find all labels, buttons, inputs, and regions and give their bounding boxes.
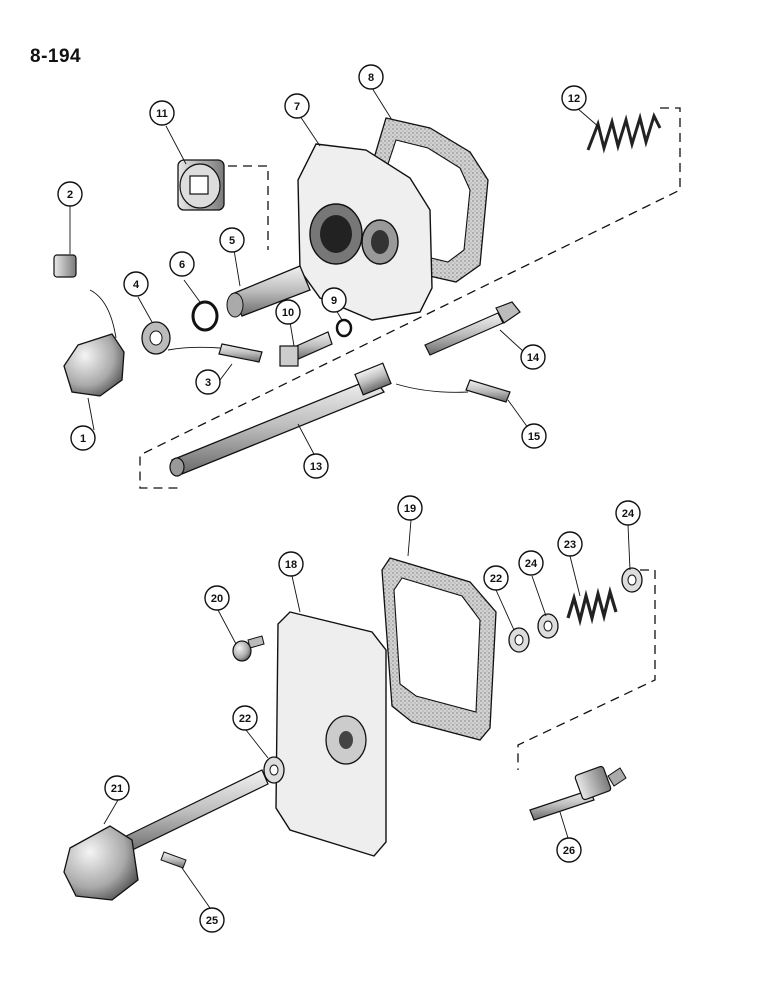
callout-label-13: 13 xyxy=(310,461,322,473)
callout-24-a: 24 xyxy=(518,550,544,576)
callout-13: 13 xyxy=(303,453,329,479)
callout-label-11: 11 xyxy=(156,108,168,120)
part-24-washer-b xyxy=(621,567,643,593)
callout-label-21: 21 xyxy=(111,783,123,795)
callout-label-25: 25 xyxy=(206,915,218,927)
callout-label-15: 15 xyxy=(528,431,540,443)
callout-14: 14 xyxy=(520,344,546,370)
callout-21: 21 xyxy=(104,775,130,801)
callout-label-5: 5 xyxy=(229,235,235,247)
callout-10: 10 xyxy=(275,299,301,325)
part-20-screw xyxy=(232,635,265,662)
callout-label-14: 14 xyxy=(527,352,540,364)
part-25-roll-pin xyxy=(160,851,187,869)
part-6-o-ring xyxy=(191,300,219,332)
callout-12: 12 xyxy=(561,85,587,111)
callouts: 1 2 3 4 5 6 7 8 9 10 11 12 13 14 15 18 1… xyxy=(57,64,641,933)
part-5-spool xyxy=(226,265,311,318)
part-2-set-screw xyxy=(53,254,77,278)
part-11-plug xyxy=(177,159,225,211)
callout-19: 19 xyxy=(397,495,423,521)
callout-label-10: 10 xyxy=(282,307,294,319)
callout-22-right: 22 xyxy=(483,565,509,591)
callout-label-2: 2 xyxy=(67,189,73,201)
part-22-washer-right xyxy=(508,627,530,653)
callout-18: 18 xyxy=(278,551,304,577)
part-24-washer-a xyxy=(537,613,559,639)
part-7-valve-cover xyxy=(297,143,433,321)
callout-7: 7 xyxy=(284,93,310,119)
part-15-roll-pin xyxy=(465,379,511,403)
part-10-bolt xyxy=(279,331,333,367)
callout-8: 8 xyxy=(358,64,384,90)
callout-2: 2 xyxy=(57,181,83,207)
part-13-shaft xyxy=(169,362,392,477)
callout-label-3: 3 xyxy=(205,377,211,389)
callout-label-1: 1 xyxy=(80,433,86,445)
callout-label-12: 12 xyxy=(568,93,580,105)
part-26-valve-stem xyxy=(529,765,627,821)
callout-22-left: 22 xyxy=(232,705,258,731)
part-22-washer-left xyxy=(263,756,285,784)
callout-label-24-a: 24 xyxy=(525,558,538,570)
callout-23: 23 xyxy=(557,531,583,557)
callout-label-19: 19 xyxy=(404,503,416,515)
callout-4: 4 xyxy=(123,271,149,297)
callout-label-6: 6 xyxy=(179,259,185,271)
part-1-knob xyxy=(63,333,125,397)
callout-5: 5 xyxy=(219,227,245,253)
callout-label-22-right: 22 xyxy=(490,573,502,585)
part-4-washer xyxy=(141,321,171,355)
callout-9: 9 xyxy=(321,287,347,313)
callout-1: 1 xyxy=(70,425,96,451)
callout-20: 20 xyxy=(204,585,230,611)
callout-label-23: 23 xyxy=(564,539,576,551)
callout-label-22-left: 22 xyxy=(239,713,251,725)
page-number: 8-194 xyxy=(30,46,82,67)
part-21-control-knob xyxy=(63,769,269,901)
callout-15: 15 xyxy=(521,423,547,449)
assembly-dashed-line-lower xyxy=(517,569,656,770)
part-3-roll-pin xyxy=(218,343,263,363)
callout-label-18: 18 xyxy=(285,559,297,571)
assembly-dashed-line-main xyxy=(139,107,681,489)
callout-label-26: 26 xyxy=(563,845,575,857)
part-19-gasket-lower xyxy=(381,557,497,741)
part-9-lock-washer xyxy=(335,318,353,338)
callout-label-7: 7 xyxy=(294,101,300,113)
part-18-cover-plate xyxy=(275,611,387,857)
part-12-spring xyxy=(586,111,662,154)
assembly-dashed-line-upper xyxy=(228,165,269,250)
callout-26: 26 xyxy=(556,837,582,863)
part-23-spring xyxy=(566,585,618,627)
callout-label-4: 4 xyxy=(133,279,140,291)
callout-label-24-b: 24 xyxy=(622,508,635,520)
callout-3: 3 xyxy=(195,369,221,395)
callout-11: 11 xyxy=(149,100,175,126)
callout-6: 6 xyxy=(169,251,195,277)
callout-label-9: 9 xyxy=(331,295,337,307)
part-14-pin xyxy=(424,301,521,356)
callout-24-b: 24 xyxy=(615,500,641,526)
callout-label-8: 8 xyxy=(368,72,374,84)
callout-label-20: 20 xyxy=(211,593,223,605)
callout-25: 25 xyxy=(199,907,225,933)
